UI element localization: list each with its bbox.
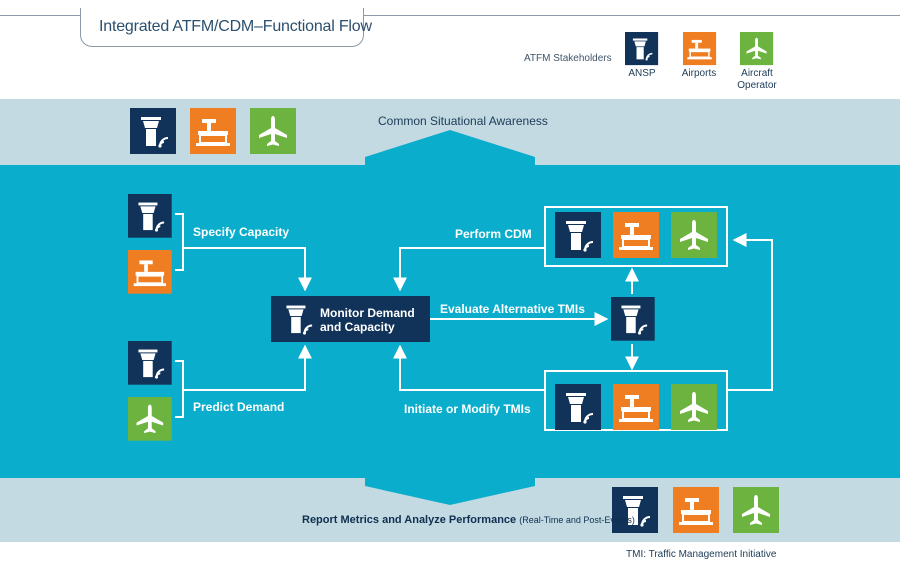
legend-airport-label: Airports (681, 68, 717, 79)
cdm-airport-icon (612, 211, 660, 259)
title-frame (80, 8, 364, 47)
monitor-demand-label: Monitor Demand and Capacity (320, 306, 415, 334)
evaluate-tmis-label: Evaluate Alternative TMIs (440, 302, 585, 316)
report-ansp-icon (611, 486, 659, 534)
legend-heading: ATFM Stakeholders (524, 53, 612, 64)
page-title: Integrated ATFM/CDM–Functional Flow (99, 18, 372, 35)
legend-aircraft-icon (740, 32, 774, 66)
perform-cdm-label: Perform CDM (455, 227, 532, 241)
legend-aircraft-label: Aircraft Operator (737, 68, 777, 91)
predict-demand-label: Predict Demand (193, 400, 285, 414)
report-sub: (Real-Time and Post-Events) (519, 515, 635, 525)
title-rule-right (362, 15, 900, 16)
legend-ansp-label: ANSP (628, 68, 656, 79)
tmi-aircraft-icon (671, 384, 717, 430)
top-aircraft-icon (250, 108, 296, 154)
predict-aircraft-icon (128, 397, 172, 441)
specify-capacity-label: Specify Capacity (193, 225, 290, 239)
tmi-airport-icon (612, 383, 660, 431)
cdm-aircraft-icon (671, 212, 717, 258)
predict-ansp-icon (127, 340, 173, 386)
footnote: TMI: Traffic Management Initiative (626, 549, 777, 560)
report-main: Report Metrics and Analyze Performance (302, 514, 517, 526)
legend-ansp-icon (624, 31, 659, 66)
specify-airport-icon (127, 249, 173, 295)
top-airport-icon (189, 107, 237, 155)
legend-airport-icon (682, 31, 717, 66)
evaluate-ansp-icon (610, 296, 656, 342)
specify-ansp-icon (127, 193, 173, 239)
initiate-tmis-label: Initiate or Modify TMIs (404, 402, 531, 416)
report-airport-icon (672, 486, 720, 534)
situational-awareness-label: Common Situational Awareness (378, 114, 548, 128)
monitor-ansp-icon (275, 296, 321, 342)
tmi-ansp-icon (554, 383, 602, 431)
report-metrics-label: Report Metrics and Analyze Performance (… (302, 514, 635, 526)
title-rule-left (0, 15, 80, 16)
report-aircraft-icon (733, 487, 779, 533)
cdm-ansp-icon (554, 211, 602, 259)
top-ansp-icon (129, 107, 177, 155)
